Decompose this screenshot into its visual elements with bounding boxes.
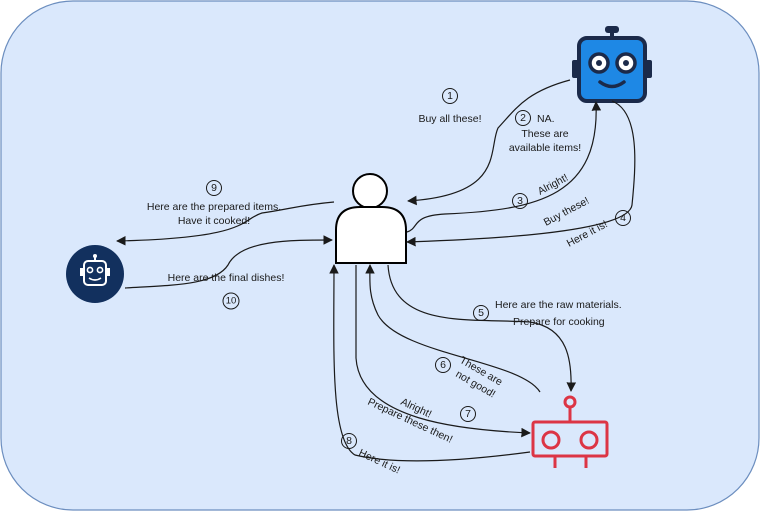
step-5-label-line-2: Prepare for cooking [513, 316, 605, 328]
user-person-icon [335, 173, 407, 264]
step-number-7: 7 [460, 406, 476, 422]
planner-robot-icon [572, 26, 652, 103]
step-5-label-line-1: Here are the raw materials. [495, 299, 622, 311]
svg-text:6: 6 [440, 359, 446, 371]
svg-text:1: 1 [447, 90, 453, 102]
step-9-label-line-2: Have it cooked! [178, 215, 250, 227]
svg-text:10: 10 [226, 296, 237, 307]
svg-text:4: 4 [620, 212, 626, 224]
svg-text:7: 7 [465, 408, 471, 420]
step-number-9: 9 [206, 180, 222, 196]
step-1-label: Buy all these! [418, 113, 481, 125]
step-2-label-line-2: These are [521, 128, 568, 140]
chef-robot-icon [531, 395, 609, 468]
step-10-label: Here are the final dishes! [168, 272, 285, 284]
step-number-4: 4 [615, 210, 631, 226]
step-number-3: 3 [512, 193, 528, 209]
step-number-5: 5 [473, 305, 489, 321]
svg-text:3: 3 [517, 195, 523, 207]
step-9-label-line-1: Here are the prepared items. [147, 201, 281, 213]
step-2-label-line-1: NA. [537, 113, 555, 125]
step-number-2: 2 [515, 110, 531, 126]
server-robot-icon [66, 245, 124, 303]
svg-text:5: 5 [478, 307, 484, 319]
svg-text:9: 9 [211, 182, 217, 194]
step-number-10: 10 [222, 292, 240, 310]
svg-text:8: 8 [346, 435, 352, 447]
step-number-8: 8 [341, 433, 357, 449]
svg-text:2: 2 [520, 112, 526, 124]
step-2-label-line-3: available items! [509, 142, 581, 154]
step-number-1: 1 [442, 88, 458, 104]
step-number-6: 6 [435, 357, 451, 373]
flow-arrows [116, 79, 636, 462]
